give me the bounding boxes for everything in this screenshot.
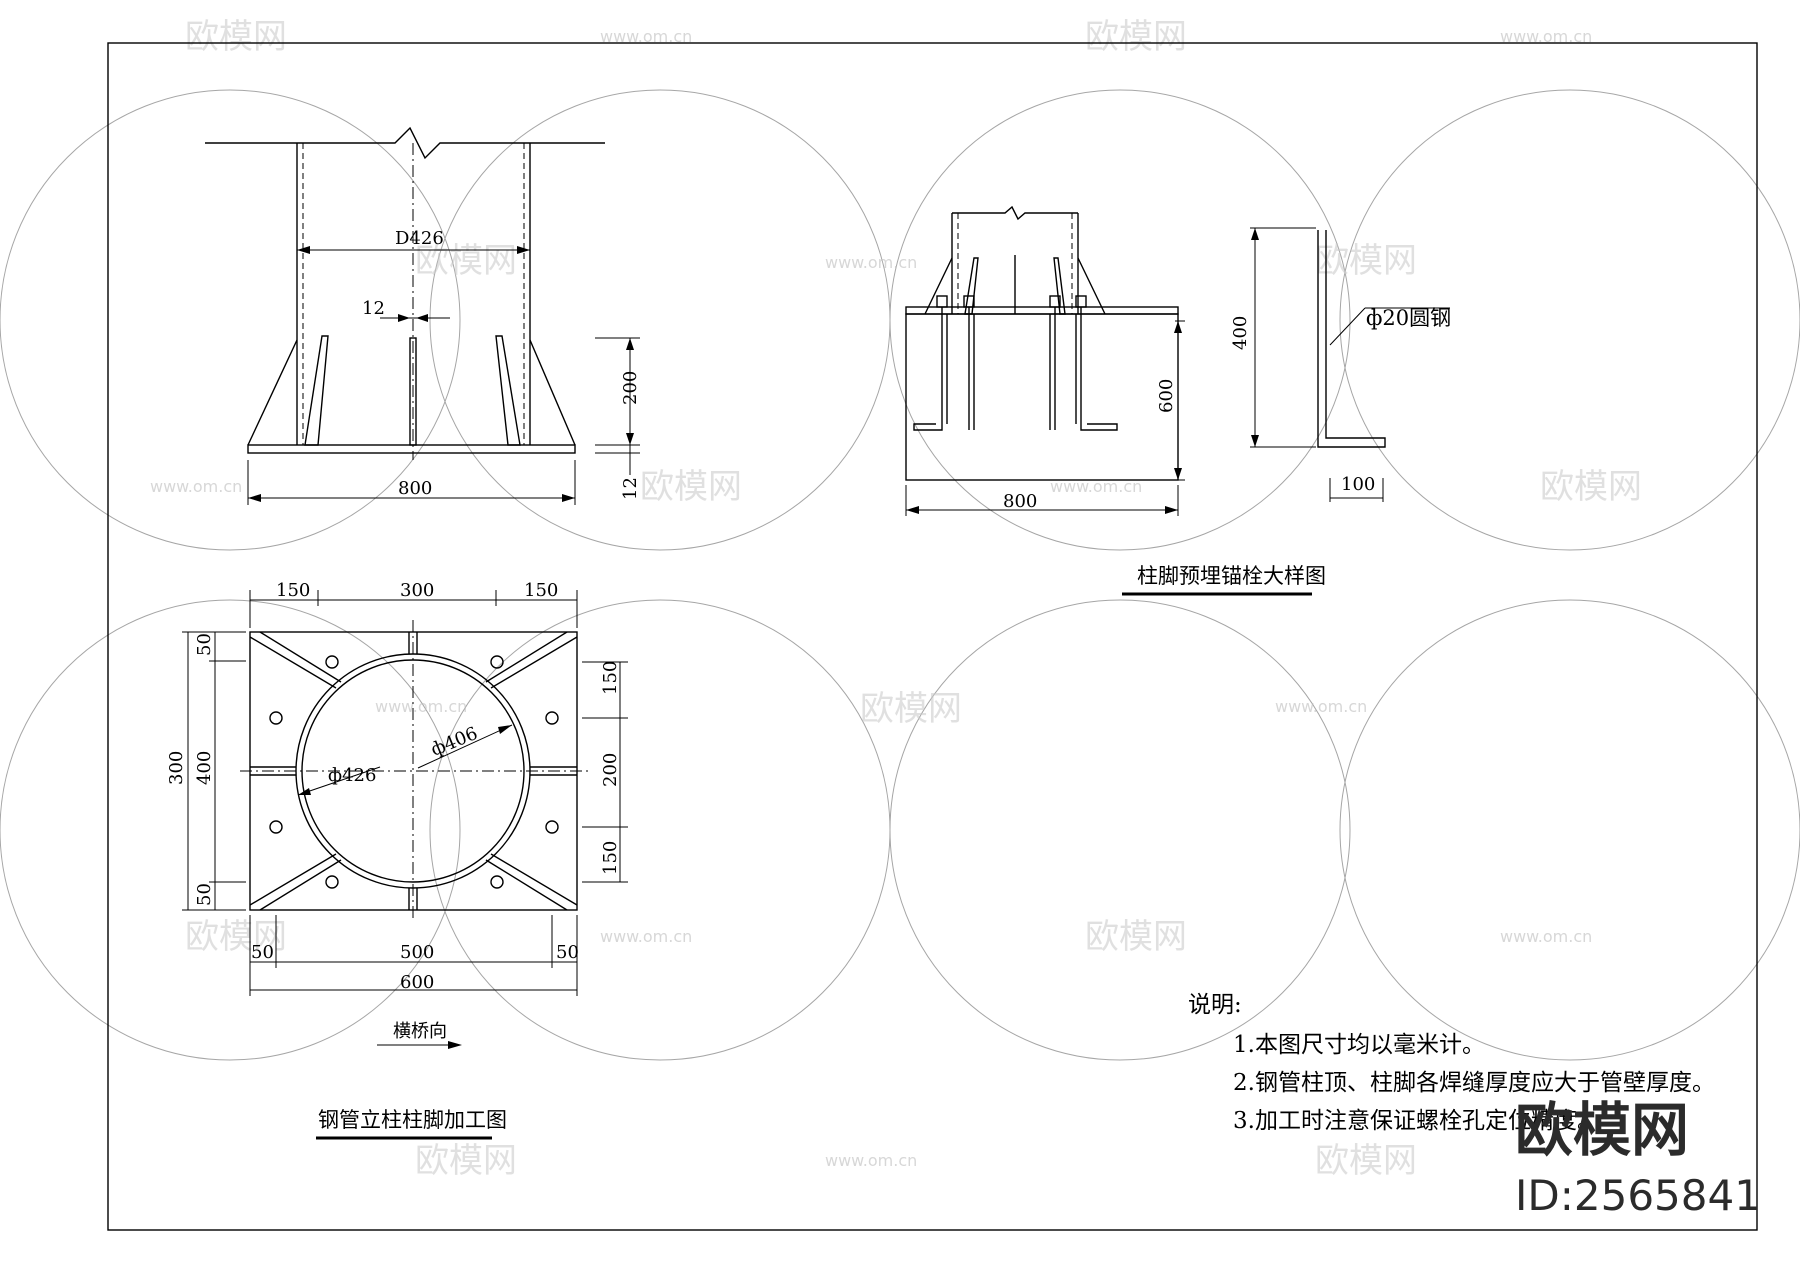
notes-block: 说明: 1.本图尺寸均以毫米计。 2.钢管柱顶、柱脚各焊缝厚度应大于管壁厚度。 … [1188, 992, 1715, 1134]
dim-top-1: 150 [276, 580, 310, 601]
column-elevation-view: D426 12 200 12 800 [205, 126, 641, 505]
wm-domain-1: www.om.cn [600, 27, 692, 46]
plan-view-title: 钢管立柱柱脚加工图 [318, 1108, 507, 1132]
notes-heading: 说明: [1188, 992, 1242, 1018]
notes-item-2: 2.钢管柱顶、柱脚各焊缝厚度应大于管壁厚度。 [1233, 1070, 1715, 1096]
dim-left-outer: 300 [166, 751, 187, 785]
wm-brand-2: 欧模网 [1085, 17, 1187, 57]
wm-brand-1: 欧模网 [185, 17, 287, 57]
sheet-border [107, 42, 1758, 1231]
dim-base-thickness: 12 [620, 477, 641, 500]
wm-brand-4: 欧模网 [1315, 241, 1417, 281]
dim-left-1: 50 [194, 633, 215, 656]
watermark-pattern [0, 89, 1800, 1061]
watermark-labels: 欧模网 欧模网 欧模网 欧模网 欧模网 欧模网 欧模网 欧模网 欧模网 欧模网 … [150, 17, 1642, 1181]
dim-bar-hook: 100 [1341, 474, 1375, 495]
wm-brand-6: 欧模网 [1540, 467, 1642, 507]
brand-stamp: 欧模网 ID:2565841 [1515, 1096, 1761, 1220]
wm-domain-3: www.om.cn [825, 253, 917, 272]
base-plate-plan-view: ф426 ф406 150 300 150 50 500 50 600 300 … [166, 580, 628, 1140]
direction-label: 横桥向 [393, 1021, 447, 1042]
wm-domain-9: www.om.cn [1500, 927, 1592, 946]
dim-right-3: 150 [600, 841, 621, 875]
anchor-detail-view: 600 800 ф20圆钢 400 100 柱脚预埋锚栓大样图 [905, 205, 1451, 596]
wm-brand-8: 欧模网 [185, 917, 287, 957]
dim-elevation-width: 800 [398, 478, 432, 499]
dim-right-1: 150 [600, 661, 621, 695]
wm-brand-9: 欧模网 [1085, 917, 1187, 957]
wm-domain-5: www.om.cn [1050, 477, 1142, 496]
dim-plate-thickness: 12 [362, 298, 385, 319]
dim-pipe-diameter: D426 [395, 228, 444, 249]
dim-anchor-depth: 600 [1156, 379, 1177, 413]
wm-domain-7: www.om.cn [1275, 697, 1367, 716]
wm-brand-3: 欧模网 [415, 241, 517, 281]
dim-bottom-1: 50 [251, 942, 274, 963]
wm-brand-10: 欧模网 [415, 1141, 517, 1181]
wm-domain-10: www.om.cn [825, 1151, 917, 1170]
wm-domain-6: www.om.cn [375, 697, 467, 716]
dim-bottom-3: 50 [556, 942, 579, 963]
label-round-steel: ф20圆钢 [1366, 306, 1451, 330]
dim-right-2: 200 [600, 753, 621, 787]
anchor-bolts [913, 295, 1118, 431]
dim-anchor-width: 800 [1003, 491, 1037, 512]
brand-id-label: ID:2565841 [1515, 1171, 1761, 1220]
dim-bar-height: 400 [1230, 316, 1251, 350]
dim-bottom-total: 600 [400, 972, 434, 993]
dim-outer-diameter: ф426 [328, 765, 376, 786]
bolt-holes [269, 655, 559, 889]
wm-domain-2: www.om.cn [1500, 27, 1592, 46]
anchor-detail-title: 柱脚预埋锚栓大样图 [1137, 564, 1326, 588]
direction-arrow-icon [448, 1041, 462, 1049]
dim-bottom-2: 500 [400, 942, 434, 963]
notes-item-1: 1.本图尺寸均以毫米计。 [1233, 1032, 1485, 1058]
notes-item-3: 3.加工时注意保证螺栓孔定位精度。 [1233, 1108, 1600, 1134]
wm-domain-8: www.om.cn [600, 927, 692, 946]
wm-brand-7: 欧模网 [860, 689, 962, 729]
dim-top-3: 150 [524, 580, 558, 601]
wm-domain-4: www.om.cn [150, 477, 242, 496]
wm-brand-11: 欧模网 [1315, 1141, 1417, 1181]
dim-left-3: 50 [194, 883, 215, 906]
dim-top-2: 300 [400, 580, 434, 601]
wm-brand-5: 欧模网 [640, 467, 742, 507]
dim-stiffener-height: 200 [620, 371, 641, 405]
brand-logo-text: 欧模网 [1515, 1096, 1689, 1164]
dim-left-2: 400 [194, 751, 215, 785]
